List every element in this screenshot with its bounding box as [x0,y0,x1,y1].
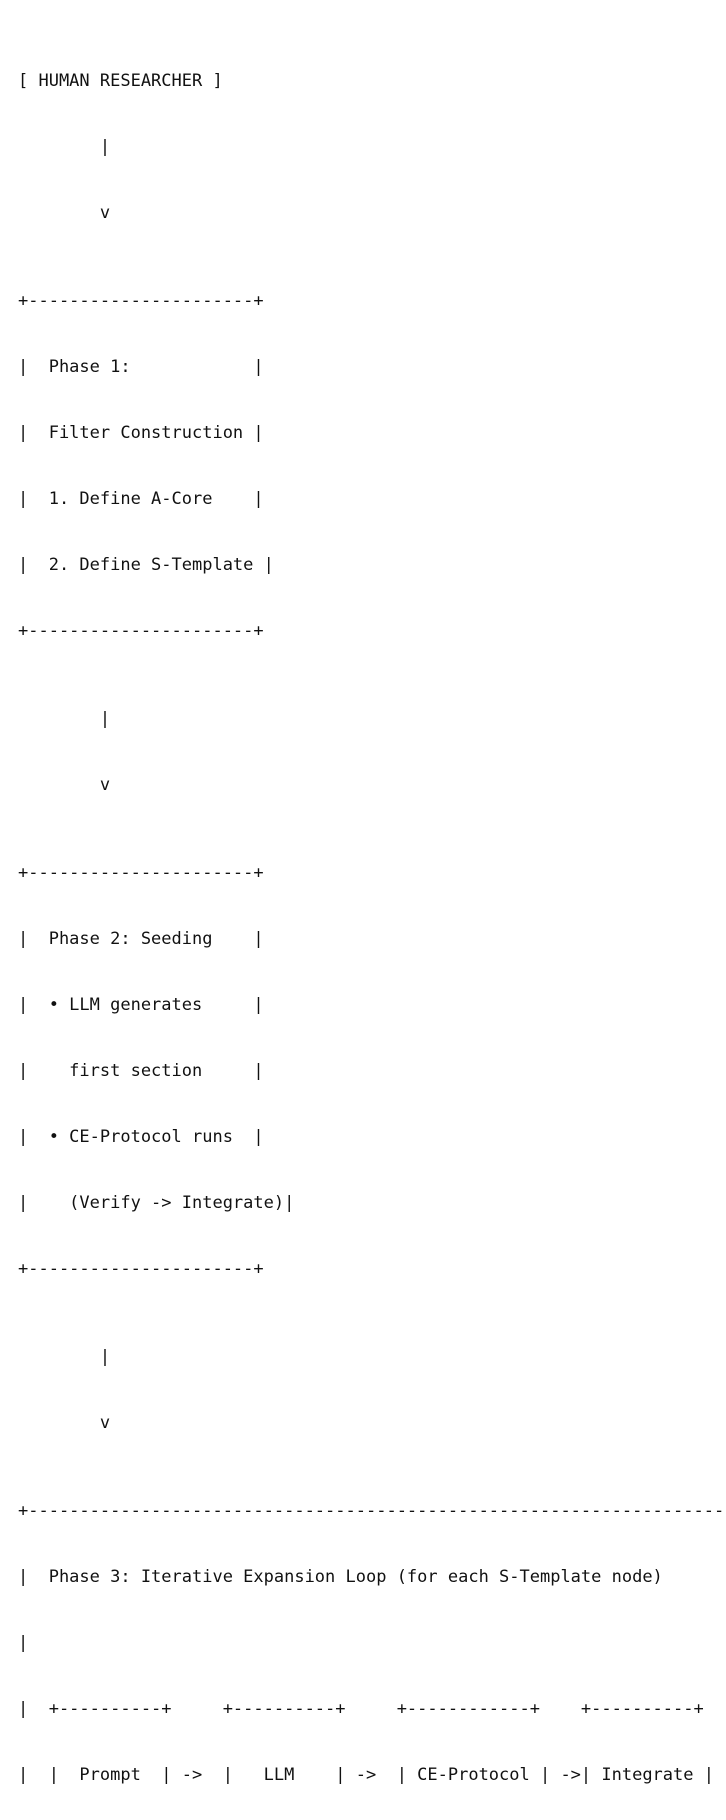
connector-phase2-to-phase3-stem: | [18,1347,111,1367]
phase2-line-bullet1-cont: | first section | [18,1061,264,1081]
actor-human-researcher: [ HUMAN RESEARCHER ] [18,71,223,91]
phase2-box-top: +----------------------+ [18,863,264,883]
phase2-line-bullet2-cont: | (Verify -> Integrate)| [18,1193,295,1213]
connector-phase1-to-phase2-arrow: v [18,775,111,795]
connector-actor-to-phase1-stem: | [18,137,111,157]
phase1-box-bottom: +----------------------+ [18,621,264,641]
phase1-line-subtitle: | Filter Construction | [18,423,264,443]
phase2-line-title: | Phase 2: Seeding | [18,929,264,949]
phase1-line-title: | Phase 1: | [18,357,264,377]
phase1-line-step1: | 1. Define A-Core | [18,489,264,509]
phase3-header: | Phase 3: Iterative Expansion Loop (for… [18,1567,726,1587]
phase1-box-top: +----------------------+ [18,291,264,311]
phase3-steps-row1: | | Prompt | -> | LLM | -> | CE-Protocol… [18,1765,726,1785]
connector-phase2-to-phase3-arrow: v [18,1413,111,1433]
connector-phase1-to-phase2-stem: | [18,709,111,729]
phase2-line-bullet2: | • CE-Protocol runs | [18,1127,264,1147]
phase3-steps-top-borders: | +----------+ +----------+ +-----------… [18,1699,726,1719]
phase3-spacer: | | [18,1633,726,1653]
connector-actor-to-phase1-arrow: v [18,203,111,223]
phase1-line-step2: | 2. Define S-Template | [18,555,274,575]
phase2-box-bottom: +----------------------+ [18,1259,264,1279]
phase2-line-bullet1: | • LLM generates | [18,995,264,1015]
phase3-box-top: +---------------------------------------… [18,1501,726,1521]
ascii-diagram: [ HUMAN RESEARCHER ] | v +--------------… [18,4,726,1820]
